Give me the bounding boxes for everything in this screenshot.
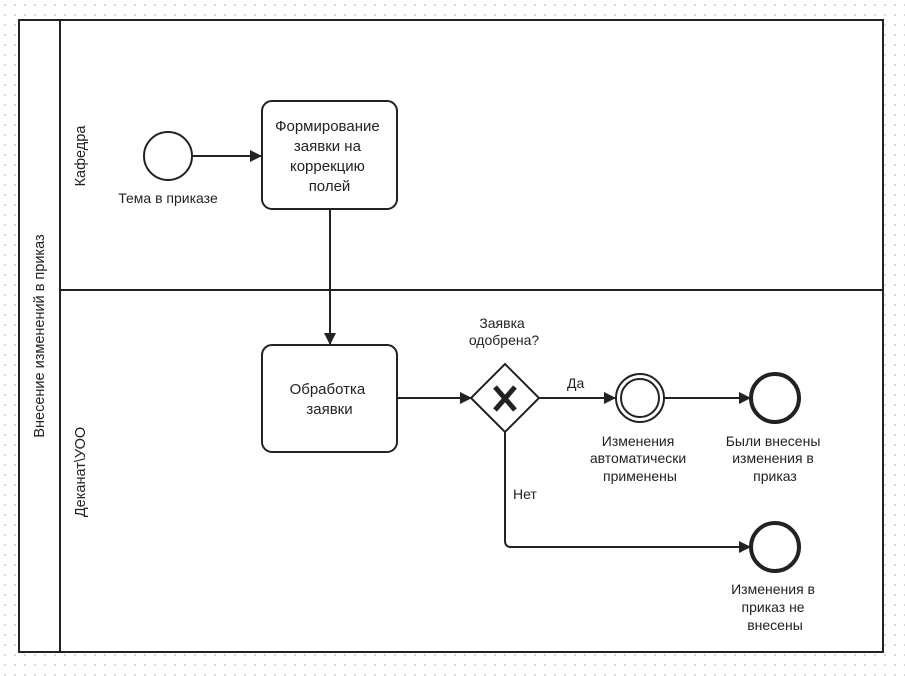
task-process-request-label: Обработка заявки: [290, 381, 370, 418]
lane-kafedra[interactable]: Кафедра: [60, 125, 883, 291]
end-event-changes-not-applied-label: Изменения в приказ не внесены: [731, 581, 819, 633]
end-event-changes-applied[interactable]: Были внесены изменения в приказ: [726, 372, 825, 484]
sequence-flows: [192, 150, 751, 553]
task-form-request[interactable]: Формирование заявки на коррекцию полей: [261, 100, 398, 210]
intermediate-event-label: Изменения автоматически применены: [590, 433, 690, 484]
start-event[interactable]: Тема в приказе: [118, 131, 218, 206]
pool[interactable]: Внесение изменений в приказ: [18, 19, 884, 653]
start-event-label: Тема в приказе: [118, 190, 218, 206]
task-process-request[interactable]: Обработка заявки: [261, 344, 398, 453]
gateway-x-icon: [493, 385, 517, 412]
task-form-request-label: Формирование заявки на коррекцию полей: [275, 118, 384, 195]
pool-label: Внесение изменений в приказ: [32, 234, 48, 438]
intermediate-event[interactable]: Изменения автоматически применены: [590, 373, 690, 484]
end-event-changes-applied-label: Были внесены изменения в приказ: [726, 433, 825, 484]
flow-yes-label: Да: [567, 375, 584, 391]
lane-label-dekanat: Деканат\УОО: [73, 427, 89, 517]
flow-no-label: Нет: [513, 486, 537, 502]
lane-dekanat[interactable]: Деканат\УОО: [73, 427, 89, 517]
end-event-changes-not-applied[interactable]: Изменения в приказ не внесены: [731, 521, 819, 633]
exclusive-gateway[interactable]: Заявка одобрена?: [469, 315, 541, 434]
gateway-label: Заявка одобрена?: [469, 315, 540, 348]
lane-label-kafedra: Кафедра: [73, 125, 89, 187]
flow-no[interactable]: [504, 432, 751, 553]
